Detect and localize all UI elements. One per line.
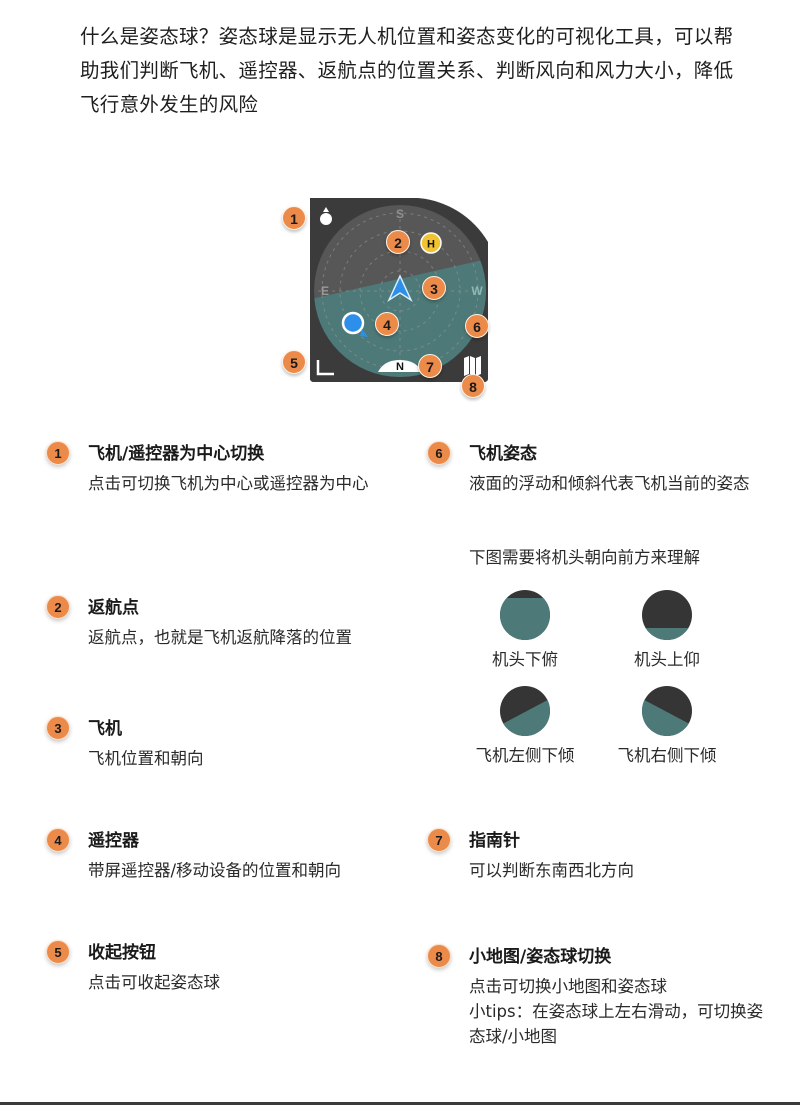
callout-8: 8 (461, 374, 485, 398)
number-badge: 6 (427, 441, 451, 465)
callout-6: 6 (465, 314, 489, 338)
compass-e: E (321, 284, 329, 298)
callout-1: 1 (282, 206, 306, 230)
number-badge: 8 (427, 944, 451, 968)
callout-3: 3 (422, 276, 446, 300)
attitude-label: 飞机右侧下倾 (617, 746, 717, 765)
attitude-nose-down: 机头下俯 (455, 590, 595, 670)
callout-5: 5 (282, 350, 306, 374)
svg-text:N: N (396, 361, 404, 373)
item-desc: 点击可切换小地图和姿态球 (469, 977, 667, 996)
item-desc: 带屏遥控器/移动设备的位置和朝向 (88, 861, 342, 880)
attitude-label: 机头上仰 (634, 650, 700, 669)
attitude-label: 飞机左侧下倾 (475, 746, 575, 765)
compass-w: W (471, 284, 483, 298)
svg-text:H: H (427, 239, 435, 251)
attitude-ball-icon (500, 590, 550, 640)
item-desc: 液面的浮动和倾斜代表飞机当前的姿态 (469, 474, 750, 493)
item-title: 小地图/姿态球切换 (469, 947, 612, 967)
item-desc: 可以判断东南西北方向 (469, 861, 634, 880)
number-badge: 4 (46, 828, 70, 852)
callout-4: 4 (375, 312, 399, 336)
attitude-left-down: 飞机左侧下倾 (455, 686, 595, 766)
compass-n-tab (378, 360, 422, 372)
callout-2: 2 (386, 230, 410, 254)
callout-7: 7 (418, 354, 442, 378)
item-desc: 返航点，也就是飞机返航降落的位置 (88, 628, 352, 647)
remote-controller-icon (341, 311, 365, 335)
item-title: 飞机/遥控器为中心切换 (88, 444, 265, 464)
compass-s: S (396, 207, 404, 221)
attitude-examples: 机头下俯 机头上仰 飞机左侧下倾 飞机右侧下倾 (470, 590, 740, 770)
intro-paragraph: 什么是姿态球？姿态球是显示无人机位置和姿态变化的可视化工具，可以帮助我们判断飞机… (80, 25, 734, 116)
number-badge: 3 (46, 716, 70, 740)
item-note: 下图需要将机头朝向前方来理解 (469, 548, 700, 567)
number-badge: 1 (46, 441, 70, 465)
attitude-ball-icon (500, 686, 550, 736)
attitude-ball-icon (642, 686, 692, 736)
item-title: 遥控器 (88, 831, 139, 851)
number-badge: 7 (427, 828, 451, 852)
item-tip: 小tips：在姿态球上左右滑动，可切换姿态球/小地图 (469, 1002, 764, 1046)
bottom-divider (0, 1102, 800, 1105)
item-title: 飞机姿态 (469, 444, 537, 464)
center-toggle-icon (320, 213, 332, 225)
map-toggle-icon (464, 356, 481, 376)
item-title: 收起按钮 (88, 943, 156, 963)
item-desc: 飞机位置和朝向 (88, 749, 204, 768)
attitude-ball-graphic: S E W N H (310, 198, 488, 382)
attitude-right-down: 飞机右侧下倾 (597, 686, 737, 766)
attitude-ball-diagram: S E W N H 1 2 3 4 5 6 7 8 (278, 192, 508, 402)
item-title: 飞机 (88, 719, 122, 739)
item-title: 指南针 (469, 831, 520, 851)
home-point-icon (420, 232, 442, 254)
item-desc: 点击可收起姿态球 (88, 973, 220, 992)
item-desc: 点击可切换飞机为中心或遥控器为中心 (88, 474, 369, 493)
aircraft-icon (387, 274, 413, 302)
collapse-icon (316, 360, 334, 376)
attitude-nose-up: 机头上仰 (597, 590, 737, 670)
item-title: 返航点 (88, 598, 139, 618)
attitude-label: 机头下俯 (492, 650, 558, 669)
number-badge: 2 (46, 595, 70, 619)
attitude-ball-icon (642, 590, 692, 640)
number-badge: 5 (46, 940, 70, 964)
